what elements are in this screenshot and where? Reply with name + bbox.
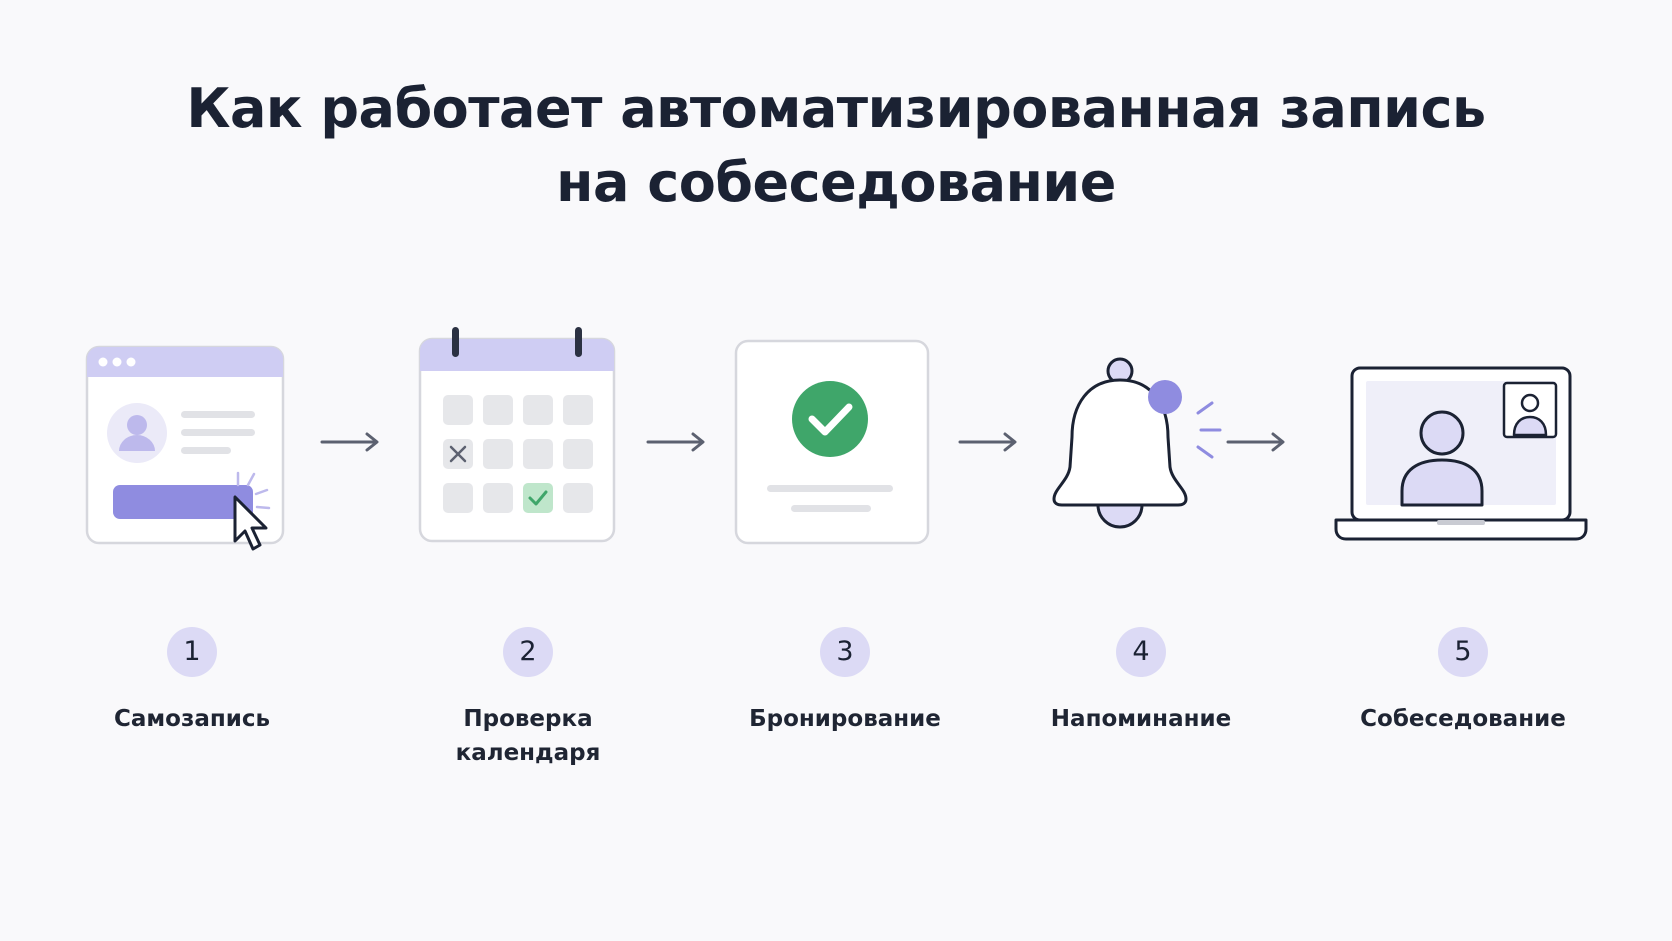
- step-label-line: Самозапись: [113, 706, 271, 732]
- title-line-2: на собеседование: [556, 151, 1116, 214]
- calendar-check-icon: [418, 325, 618, 545]
- step-label: Собеседование: [1313, 702, 1613, 736]
- step-label-line: Бронирование: [749, 706, 941, 732]
- bell-reminder-icon: [1048, 355, 1258, 535]
- page-title: Как работает автоматизированная запись н…: [0, 72, 1672, 220]
- step-number-badge: 5: [1438, 627, 1488, 677]
- video-interview-laptop-icon: [1332, 365, 1592, 545]
- step-label: Напоминание: [991, 702, 1291, 736]
- self-booking-form-icon: [85, 345, 285, 565]
- arrow-right-icon: [646, 432, 708, 456]
- step-number-badge: 1: [167, 627, 217, 677]
- step-number-badge: 3: [820, 627, 870, 677]
- step-label-line: Собеседование: [1360, 706, 1566, 732]
- arrow-right-icon: [1226, 432, 1288, 456]
- step-label: Бронирование: [695, 702, 995, 736]
- step-label-line: Проверка: [463, 706, 593, 732]
- arrow-right-icon: [958, 432, 1020, 456]
- step-label: Самозапись: [42, 702, 342, 736]
- step-label-line: Напоминание: [1050, 706, 1232, 732]
- step-label: Проверка календаря: [378, 702, 678, 770]
- title-line-1: Как работает автоматизированная запись: [186, 77, 1486, 140]
- step-label-line: календаря: [455, 740, 601, 766]
- step-number-badge: 2: [503, 627, 553, 677]
- booking-confirmed-icon: [734, 339, 934, 549]
- step-number-badge: 4: [1116, 627, 1166, 677]
- arrow-right-icon: [320, 432, 382, 456]
